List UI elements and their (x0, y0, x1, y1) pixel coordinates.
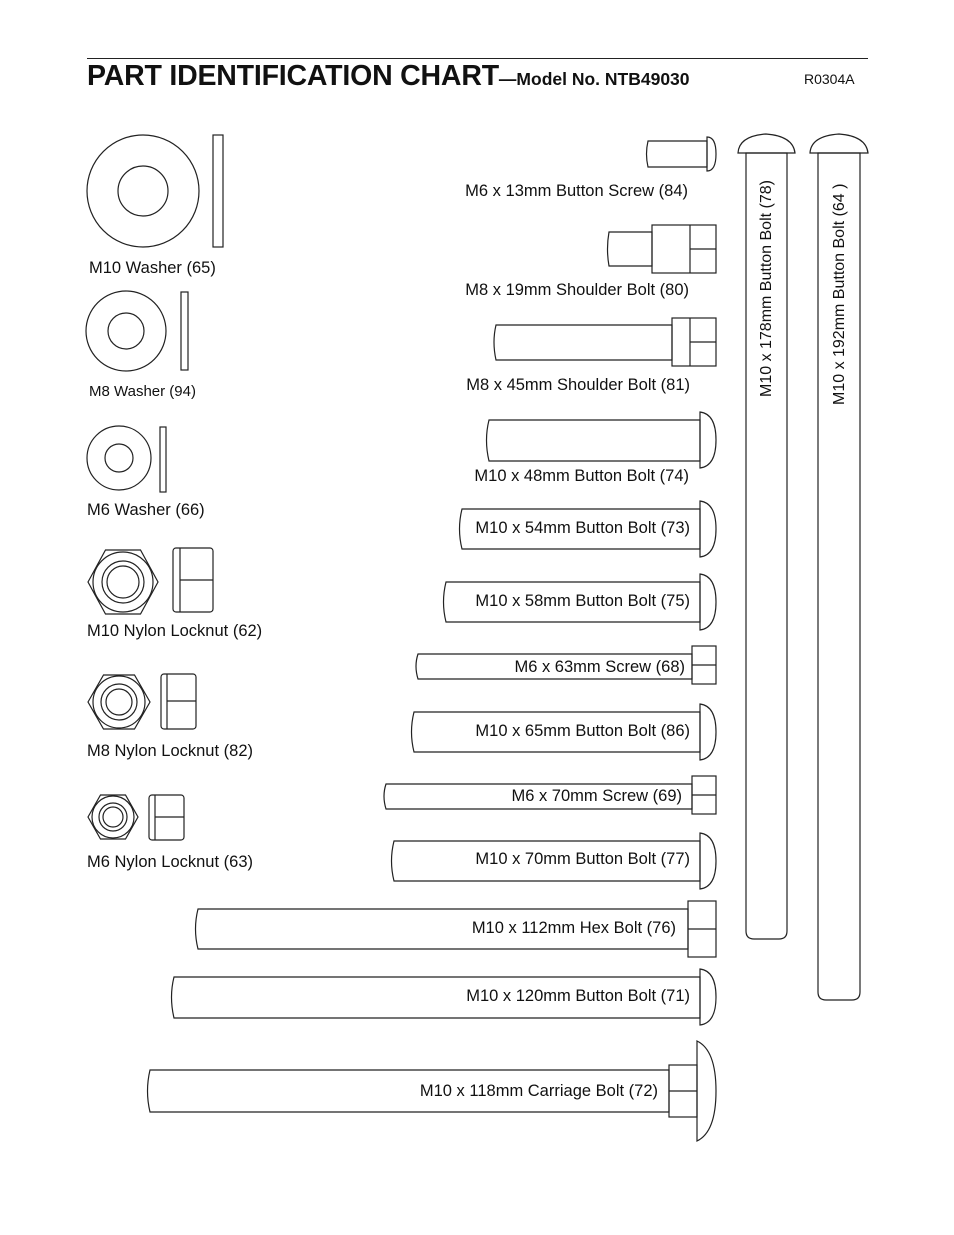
label-m8-19mm-shoulder-bolt: M8 x 19mm Shoulder Bolt (80) (465, 281, 689, 299)
m8-45mm-shoulder-bolt-illustration (493, 317, 717, 367)
chart-title: PART IDENTIFICATION CHART (87, 60, 499, 92)
m10-65mm-button-bolt-illustration (410, 703, 717, 761)
m10-70mm-button-bolt-illustration (390, 832, 717, 890)
label-m10-192mm-button-bolt: M10 x 192mm Button Bolt (64 ) (831, 183, 848, 405)
m6-washer-illustration (86, 425, 167, 493)
document-code: R0304A (804, 71, 855, 87)
m10-112mm-hex-bolt-illustration (194, 900, 717, 958)
label-m8-locknut: M8 Nylon Locknut (82) (87, 742, 253, 760)
m10-120mm-button-bolt-illustration (170, 968, 717, 1026)
label-m10-locknut: M10 Nylon Locknut (62) (87, 622, 263, 640)
label-m6-63mm-screw: M6 x 63mm Screw (68) (514, 658, 685, 676)
m10-washer-illustration (86, 134, 224, 248)
label-m10-120mm-button-bolt: M10 x 120mm Button Bolt (71) (466, 987, 690, 1005)
label-m6-70mm-screw: M6 x 70mm Screw (69) (511, 787, 682, 805)
m10-54mm-button-bolt-illustration (458, 500, 717, 558)
label-m10-178mm-button-bolt: M10 x 178mm Button Bolt (78) (758, 180, 775, 397)
label-m10-54mm-button-bolt: M10 x 54mm Button Bolt (73) (475, 519, 690, 537)
page-title: PART IDENTIFICATION CHART—Model No. NTB4… (87, 59, 690, 98)
m10-locknut-illustration (87, 547, 214, 615)
label-m10-118mm-carriage-bolt: M10 x 118mm Carriage Bolt (72) (419, 1082, 658, 1100)
m6-70mm-screw-illustration (383, 775, 717, 815)
label-m8-45mm-shoulder-bolt: M8 x 45mm Shoulder Bolt (81) (466, 376, 690, 394)
m8-locknut-illustration (87, 673, 197, 730)
m6-13mm-button-screw-illustration (645, 136, 717, 172)
label-m10-65mm-button-bolt: M10 x 65mm Button Bolt (86) (475, 722, 690, 740)
m10-58mm-button-bolt-illustration (442, 573, 717, 631)
m6-63mm-screw-illustration (415, 645, 717, 685)
label-m10-48mm-button-bolt: M10 x 48mm Button Bolt (74) (474, 467, 689, 485)
label-m6-13mm-button-screw: M6 x 13mm Button Screw (84) (465, 182, 688, 200)
label-m10-112mm-hex-bolt: M10 x 112mm Hex Bolt (76) (471, 919, 676, 937)
m10-118mm-carriage-bolt-illustration (146, 1040, 717, 1142)
m10-178mm-button-bolt-illustration (737, 133, 796, 940)
model-number: —Model No. NTB49030 (498, 69, 690, 89)
m6-locknut-illustration (87, 794, 185, 841)
label-m10-70mm-button-bolt: M10 x 70mm Button Bolt (77) (475, 850, 690, 868)
label-m6-washer: M6 Washer (66) (87, 501, 205, 519)
m10-48mm-button-bolt-illustration (485, 411, 717, 469)
m10-192mm-button-bolt-illustration (809, 133, 869, 1001)
label-m10-58mm-button-bolt: M10 x 58mm Button Bolt (75) (475, 592, 690, 610)
label-m8-washer: M8 Washer (94) (89, 383, 196, 400)
m8-washer-illustration (85, 290, 189, 372)
label-m10-washer: M10 Washer (65) (89, 259, 216, 277)
m8-19mm-shoulder-bolt-illustration (606, 224, 717, 274)
label-m6-locknut: M6 Nylon Locknut (63) (87, 853, 253, 871)
header-rule (87, 58, 868, 59)
